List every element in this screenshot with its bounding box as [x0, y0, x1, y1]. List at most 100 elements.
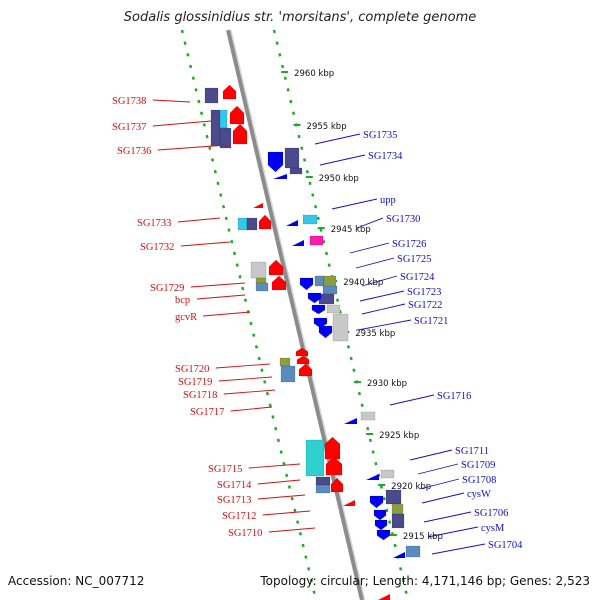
leader-line	[190, 282, 246, 288]
gene-block	[380, 469, 395, 479]
gene-block	[314, 275, 325, 287]
gene-forward-arrow	[296, 355, 310, 365]
gene-label-right: cysM	[481, 523, 505, 534]
leader-line	[223, 389, 276, 395]
leader-line	[355, 257, 395, 269]
gene-label-left: gcvR	[175, 312, 197, 323]
leader-line	[361, 275, 398, 287]
gene-block	[210, 109, 221, 147]
gene-label-right: SG1725	[397, 254, 431, 265]
kbp-tick-label: 2920 kbp	[391, 482, 431, 492]
gene-reverse-arrow	[267, 151, 284, 173]
leader-line	[419, 478, 460, 490]
gene-label-left: SG1720	[175, 364, 209, 375]
gene-reverse-arrow	[292, 240, 304, 246]
gene-forward-arrow	[325, 456, 343, 476]
gene-reverse-arrow	[369, 495, 384, 509]
gene-block	[305, 439, 325, 477]
gene-forward-arrow	[324, 436, 341, 460]
leader-line	[423, 511, 472, 523]
gene-block	[315, 476, 331, 486]
gene-label-left: SG1712	[222, 511, 256, 522]
gene-label-left: SG1717	[190, 407, 224, 418]
gene-reverse-arrow	[393, 552, 405, 558]
left-track	[180, 29, 318, 600]
gene-reverse-arrow	[373, 509, 387, 521]
leader-line	[152, 99, 191, 103]
gene-label-right: upp	[380, 195, 396, 206]
gene-label-left: bcp	[175, 295, 190, 306]
kbp-tick-label: 2945 kbp	[331, 225, 371, 235]
gene-block	[309, 235, 324, 246]
leader-line	[431, 543, 486, 555]
leader-line	[203, 311, 251, 317]
gene-block	[385, 489, 402, 505]
gene-label-left: SG1710	[228, 528, 262, 539]
gene-forward-arrow	[258, 214, 272, 230]
leader-line	[218, 376, 273, 382]
kbp-tick-label: 2940 kbp	[343, 278, 383, 288]
gene-block	[280, 365, 296, 383]
gene-label-left: SG1714	[217, 480, 252, 491]
gene-forward-arrow	[378, 594, 390, 600]
leader-line	[319, 154, 366, 166]
gene-block	[326, 304, 341, 314]
gene-forward-arrow	[343, 500, 355, 506]
gene-block	[250, 261, 267, 279]
leader-line	[268, 527, 316, 533]
leader-line	[257, 494, 306, 500]
leader-line	[157, 144, 228, 151]
gene-label-right: SG1711	[455, 446, 489, 457]
gene-label-left: SG1738	[112, 96, 146, 107]
gene-label-left: SG1732	[140, 242, 174, 253]
gene-forward-arrow	[295, 347, 309, 357]
gene-reverse-arrow	[273, 174, 287, 179]
gene-label-left: SG1715	[208, 464, 242, 475]
gene-label-right: SG1726	[392, 239, 426, 250]
gene-label-right: SG1735	[363, 130, 397, 141]
leader-line	[248, 463, 301, 469]
leader-line	[349, 242, 390, 254]
gene-block	[360, 411, 376, 421]
gene-label-right: SG1724	[400, 272, 435, 283]
gene-label-left: SG1713	[217, 495, 251, 506]
leader-line	[417, 463, 459, 475]
gene-label-right: SG1704	[488, 540, 523, 551]
gene-forward-arrow	[253, 203, 263, 208]
gene-label-left: SG1719	[178, 377, 212, 388]
gene-label-left: SG1718	[183, 390, 217, 401]
gene-block	[255, 282, 269, 292]
gene-label-left: SG1729	[150, 283, 184, 294]
accession-text: Accession: NC_007712	[8, 574, 145, 588]
leader-line	[177, 217, 221, 223]
leader-line	[359, 290, 405, 302]
gene-label-right: cysW	[467, 489, 491, 500]
gene-block	[219, 109, 228, 129]
gene-block	[219, 127, 232, 149]
gene-block	[332, 313, 349, 342]
gene-reverse-arrow	[313, 317, 328, 329]
gene-reverse-arrow	[307, 292, 322, 304]
gene-block	[246, 217, 258, 231]
gene-label-right: SG1708	[462, 475, 496, 486]
gene-block	[322, 285, 338, 295]
gene-label-right: SG1723	[407, 287, 441, 298]
gene-label-left: SG1736	[117, 146, 151, 157]
gene-label-right: SG1706	[474, 508, 508, 519]
leader-line	[262, 510, 311, 516]
gene-forward-arrow	[232, 123, 248, 145]
leader-line	[361, 303, 406, 315]
leader-line	[180, 241, 231, 247]
leader-line	[196, 294, 246, 300]
gene-reverse-arrow	[376, 529, 391, 541]
leader-line	[215, 363, 271, 369]
gene-reverse-arrow	[318, 325, 333, 339]
gene-reverse-arrow	[286, 220, 298, 226]
kbp-tick-label: 2915 kbp	[403, 532, 443, 542]
gene-forward-arrow	[229, 105, 245, 125]
gene-label-right: SG1730	[386, 214, 420, 225]
gene-label-left: SG1737	[112, 122, 146, 133]
gene-block	[391, 513, 405, 529]
leader-line	[257, 479, 301, 485]
